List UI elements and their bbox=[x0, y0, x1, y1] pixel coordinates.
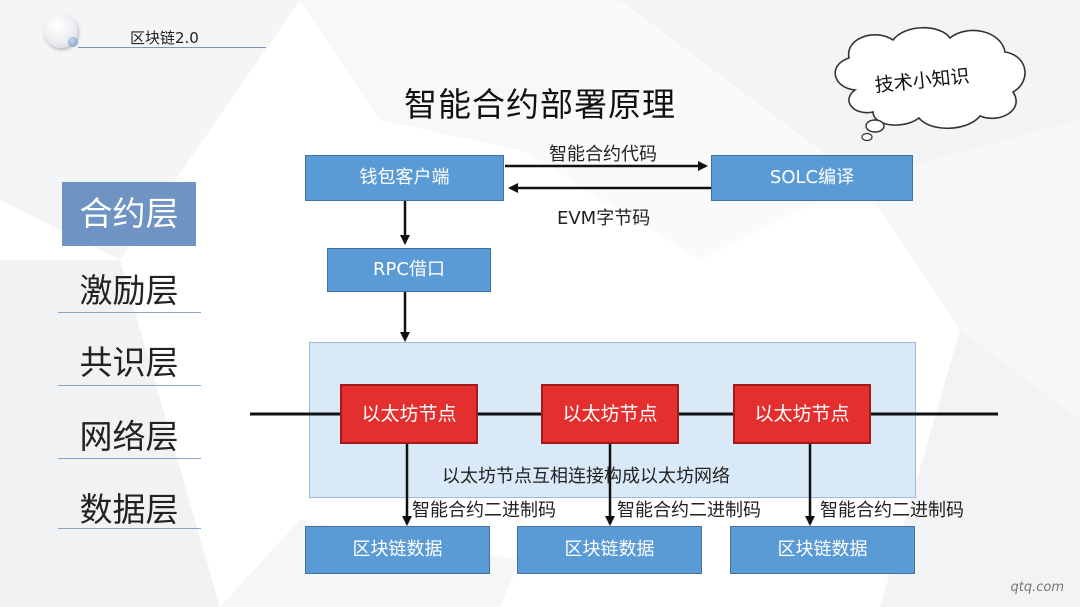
ethereum-node-box: 以太坊节点 bbox=[340, 384, 478, 444]
slide-title: 智能合约部署原理 bbox=[404, 85, 676, 124]
blockchain-data-box: 区块链数据 bbox=[730, 526, 915, 574]
network-description-label: 以太坊节点互相连接构成以太坊网络 bbox=[442, 466, 730, 487]
blockchain-data-box: 区块链数据 bbox=[305, 526, 490, 574]
binary-code-label: 智能合约二进制码 bbox=[820, 500, 964, 521]
solc-compile-box: SOLC编译 bbox=[711, 155, 913, 201]
thought-cloud-icon bbox=[834, 27, 1026, 142]
binary-code-label: 智能合约二进制码 bbox=[617, 500, 761, 521]
evm-bytecode-label: EVM字节码 bbox=[557, 208, 651, 229]
layer-divider bbox=[58, 528, 201, 529]
layer-contract[interactable]: 合约层 bbox=[62, 182, 196, 246]
header-underline bbox=[78, 47, 266, 48]
header-title: 区块链2.0 bbox=[130, 29, 199, 47]
layer-divider bbox=[58, 312, 201, 313]
ethereum-node-box: 以太坊节点 bbox=[541, 384, 679, 444]
wallet-client-box: 钱包客户端 bbox=[305, 155, 504, 201]
decorative-circle-small bbox=[68, 37, 78, 47]
blockchain-data-box: 区块链数据 bbox=[517, 526, 702, 574]
watermark: qtq.com bbox=[1010, 580, 1065, 595]
ethereum-node-box: 以太坊节点 bbox=[733, 384, 871, 444]
layer-data[interactable]: 数据层 bbox=[79, 490, 179, 529]
rpc-interface-box: RPC借口 bbox=[327, 248, 491, 292]
layer-divider bbox=[58, 458, 201, 459]
layer-consensus[interactable]: 共识层 bbox=[79, 343, 179, 382]
contract-code-label: 智能合约代码 bbox=[549, 144, 657, 165]
binary-code-label: 智能合约二进制码 bbox=[412, 500, 556, 521]
layer-incentive[interactable]: 激励层 bbox=[79, 271, 179, 310]
layer-divider bbox=[58, 385, 201, 386]
layer-network[interactable]: 网络层 bbox=[79, 417, 179, 456]
